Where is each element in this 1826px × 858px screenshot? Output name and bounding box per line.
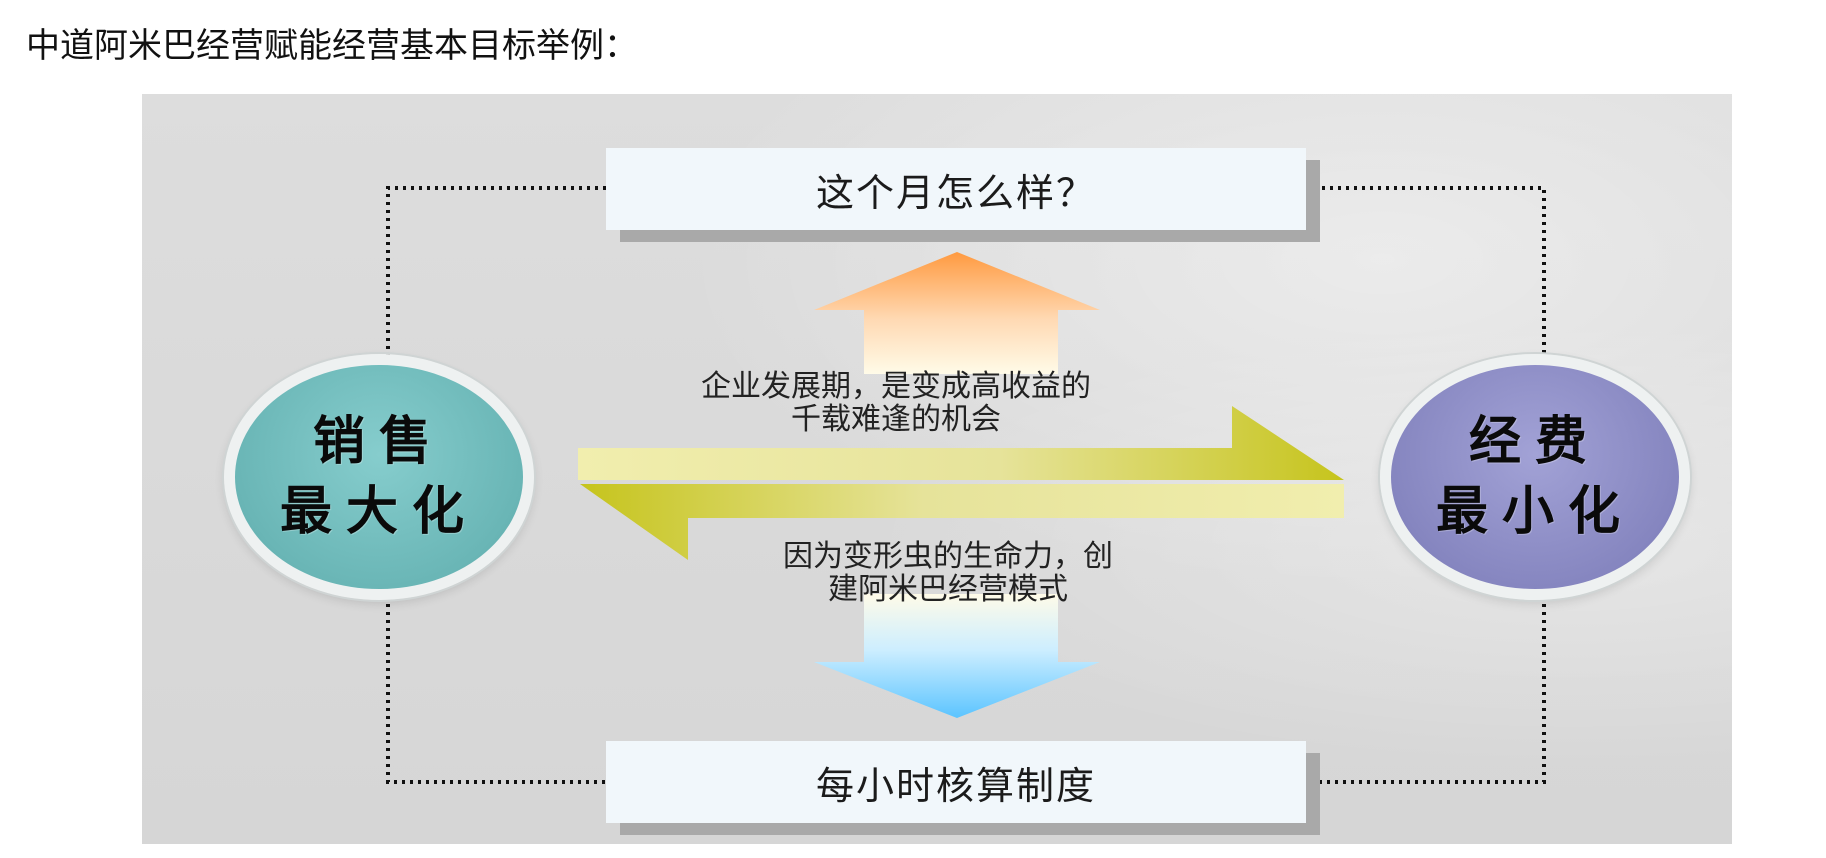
sales-circle-line1: 销售 [312,411,445,472]
page-heading: 中道阿米巴经营赋能经营基本目标举例： [26,26,638,66]
upper-caption-line2: 千载难逢的机会 [791,402,1001,437]
down-arrow [814,594,1100,718]
top-box-label: 这个月怎么样？ [815,170,1096,215]
bottom-box-label: 每小时核算制度 [815,763,1096,808]
sales-circle-line2: 最大化 [279,481,478,542]
up-arrow [814,252,1100,374]
lower-caption: 因为变形虫的生命力，创 建阿米巴经营模式 [738,540,1158,606]
sales-circle: 销售 最大化 [224,354,534,600]
upper-caption-line1: 企业发展期，是变成高收益的 [701,369,1091,404]
diagram-graphics [386,186,1546,784]
upper-caption: 企业发展期，是变成高收益的 千载难逢的机会 [686,370,1106,436]
expense-circle: 经费 最小化 [1380,354,1690,600]
expense-circle-line2: 最小化 [1435,481,1634,542]
lower-caption-line1: 因为变形虫的生命力，创 [783,539,1113,574]
left-arrow [580,484,1344,560]
connector-bottom-left [386,604,606,784]
connector-top-right [1306,186,1546,356]
lower-caption-line2: 建阿米巴经营模式 [828,572,1068,607]
top-box: 这个月怎么样？ [606,148,1306,230]
dotted-connector [386,186,1546,784]
connector-bottom-right [1306,604,1546,784]
expense-circle-line1: 经费 [1468,411,1601,472]
bottom-box: 每小时核算制度 [606,741,1306,823]
connector-top-left [386,186,606,356]
right-arrow [578,406,1344,480]
diagram-panel: 这个月怎么样？ 每小时核算制度 销售 最大化 经费 最小化 企业发展期，是变成高… [142,94,1732,844]
